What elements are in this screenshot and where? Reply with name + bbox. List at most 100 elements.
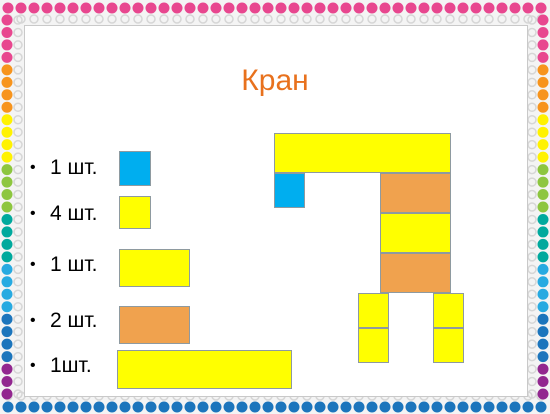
border-dot	[2, 301, 13, 312]
legend-piece-yellow-long-bar	[117, 350, 292, 389]
border-ring	[82, 15, 90, 23]
bullet-dot: •	[30, 309, 50, 333]
border-ring	[14, 215, 22, 223]
border-dot	[471, 3, 482, 14]
border-ring	[14, 353, 22, 361]
border-dot	[538, 326, 549, 337]
border-ring	[528, 265, 536, 273]
border-ring	[381, 15, 389, 23]
border-ring	[528, 353, 536, 361]
border-dot	[237, 3, 248, 14]
border-dot	[538, 27, 549, 38]
legend-piece-blue-square	[119, 151, 151, 186]
border-dot	[2, 102, 13, 113]
border-ring	[303, 15, 311, 23]
border-ring	[14, 378, 22, 386]
border-ring	[511, 15, 519, 23]
bullet-dot: •	[30, 253, 50, 277]
border-dot	[172, 3, 183, 14]
border-dot	[2, 276, 13, 287]
border-ring	[528, 215, 536, 223]
border-ring	[14, 28, 22, 36]
border-ring	[147, 15, 155, 23]
border-dot	[2, 226, 13, 237]
border-dot	[2, 164, 13, 175]
border-ring	[14, 303, 22, 311]
bullet-dot: •	[30, 156, 50, 180]
border-dot	[68, 3, 79, 14]
border-ring	[459, 15, 467, 23]
border-dot	[2, 376, 13, 387]
border-dot	[354, 3, 365, 14]
border-dot	[2, 127, 13, 138]
border-dot	[289, 3, 300, 14]
border-dot	[538, 351, 549, 362]
border-dot	[328, 3, 339, 14]
border-dot	[276, 3, 287, 14]
border-dot	[315, 3, 326, 14]
bullet-item-2: •4 шт.	[30, 202, 98, 226]
crane-tower-block-2	[380, 213, 451, 253]
border-dot	[538, 226, 549, 237]
border-ring	[528, 228, 536, 236]
border-dot	[2, 15, 13, 26]
border-dot	[2, 214, 13, 225]
border-ring	[134, 15, 142, 23]
border-ring	[528, 365, 536, 373]
border-dot	[211, 3, 222, 14]
border-ring	[14, 328, 22, 336]
border-dot	[146, 3, 157, 14]
border-ring	[251, 15, 259, 23]
border-dot	[263, 3, 274, 14]
border-dot	[198, 3, 209, 14]
border-ring	[121, 15, 129, 23]
bullet-label: 2 шт.	[50, 309, 98, 332]
border-ring	[528, 116, 536, 124]
border-dot	[42, 402, 53, 413]
bullet-item-1: •1 шт.	[30, 156, 98, 180]
border-dot	[2, 152, 13, 163]
border-dot	[2, 326, 13, 337]
border-dot	[29, 3, 40, 14]
border-ring	[14, 103, 22, 111]
border-ring	[316, 15, 324, 23]
crane-leg-right-lower	[433, 328, 464, 363]
border-dot	[315, 402, 326, 413]
border-dot	[133, 3, 144, 14]
slide-title: Кран	[0, 64, 550, 98]
border-dot	[523, 3, 534, 14]
border-ring	[528, 315, 536, 323]
border-dot	[538, 339, 549, 350]
border-dot	[367, 402, 378, 413]
border-dot	[16, 402, 27, 413]
border-dot	[224, 3, 235, 14]
border-dot	[538, 364, 549, 375]
border-ring	[14, 340, 22, 348]
border-ring	[108, 15, 116, 23]
border-ring	[212, 15, 220, 23]
border-dot	[497, 3, 508, 14]
border-ring	[69, 15, 77, 23]
border-ring	[407, 15, 415, 23]
border-dot	[510, 3, 521, 14]
border-dot	[538, 15, 549, 26]
border-ring	[528, 203, 536, 211]
border-ring	[528, 178, 536, 186]
border-dot	[250, 3, 261, 14]
border-dot	[538, 301, 549, 312]
border-dot	[224, 402, 235, 413]
bullet-label: 1 шт.	[50, 156, 98, 179]
border-dot	[94, 3, 105, 14]
border-ring	[14, 41, 22, 49]
border-dot	[133, 402, 144, 413]
border-ring	[160, 15, 168, 23]
border-dot	[538, 239, 549, 250]
border-ring	[14, 290, 22, 298]
border-dot	[471, 402, 482, 413]
border-dot	[172, 402, 183, 413]
bullet-label: 1 шт.	[50, 253, 98, 276]
border-dot	[538, 264, 549, 275]
border-dot	[2, 389, 13, 400]
crane-tower-block-1	[380, 173, 451, 213]
border-dot	[2, 364, 13, 375]
